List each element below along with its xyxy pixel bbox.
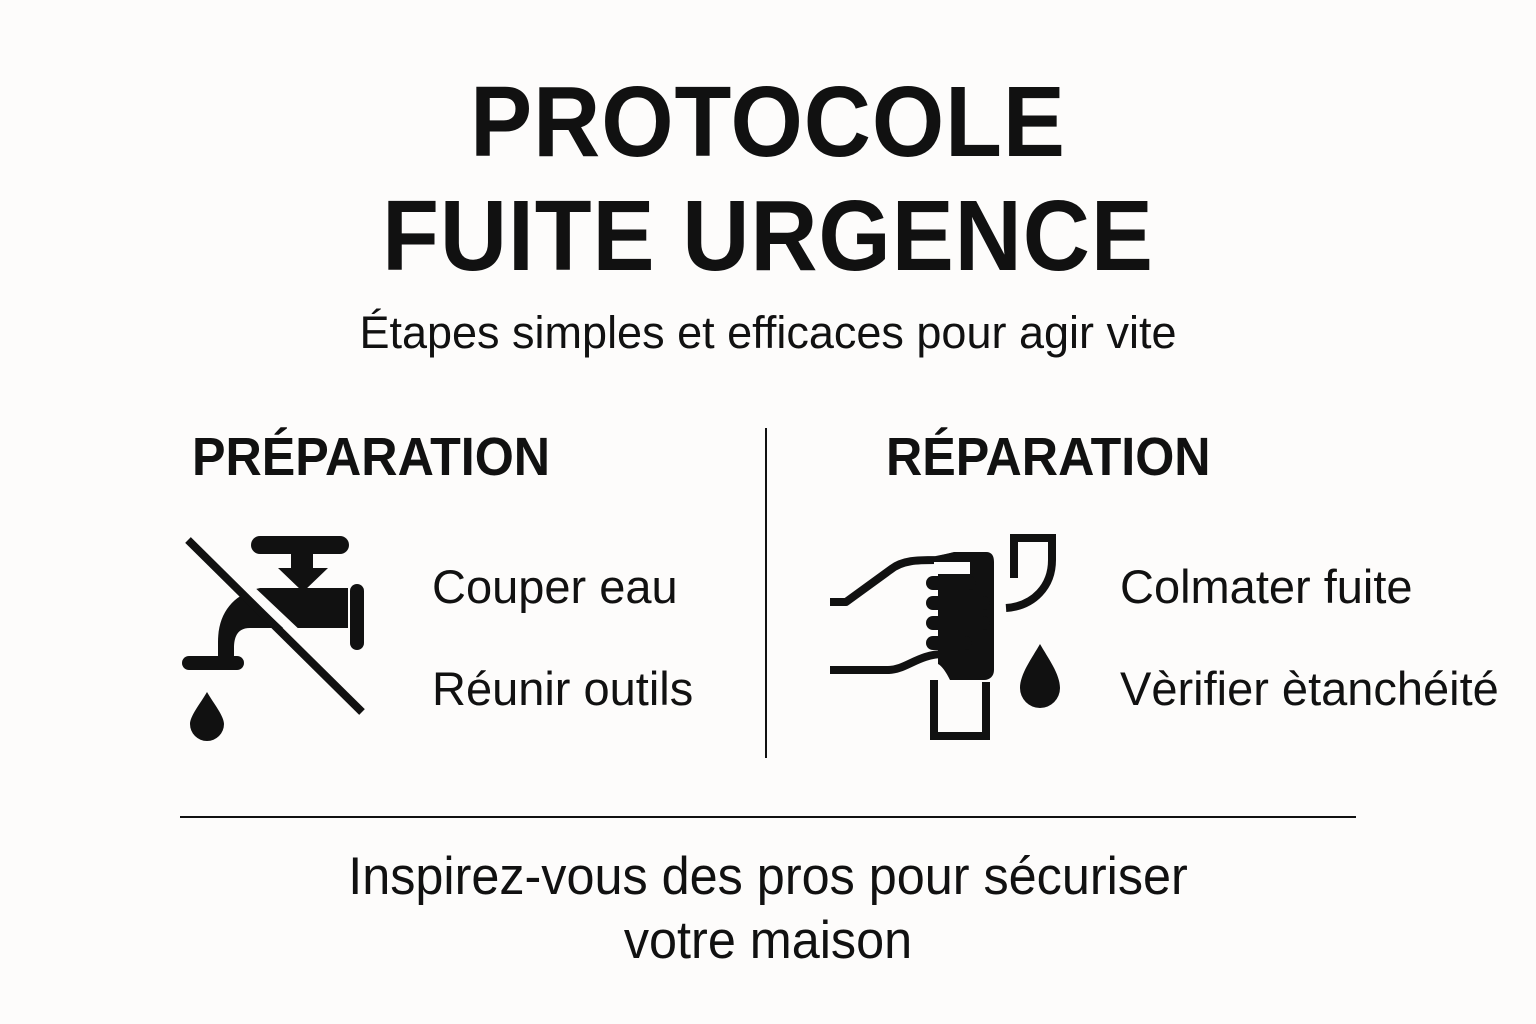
footer-line-1: Inspirez-vous des pros pour sécuriser [348, 847, 1188, 906]
footer-tagline: Inspirez-vous des pros pour sécuriser vo… [38, 845, 1497, 973]
step-check-watertightness: Vèrifier ètanchéité [1120, 662, 1499, 715]
page-subtitle: Étapes simples et efficaces pour agir vi… [359, 307, 1177, 358]
vertical-divider [765, 428, 767, 758]
step-seal-leak: Colmater fuite [1120, 560, 1413, 613]
page-title-line-1: PROTOCOLE [470, 66, 1066, 178]
section-heading-preparation: PRÉPARATION [192, 427, 551, 487]
horizontal-divider [180, 816, 1356, 818]
page-title-line-2: FUITE URGENCE [382, 180, 1154, 292]
step-shut-off-water: Couper eau [432, 560, 678, 613]
footer-line-2: votre maison [623, 911, 913, 970]
hand-sealing-pipe-icon [830, 534, 1060, 740]
step-gather-tools: Réunir outils [432, 662, 694, 715]
section-heading-repair: RÉPARATION [886, 427, 1211, 487]
faucet-off-icon [182, 536, 365, 741]
